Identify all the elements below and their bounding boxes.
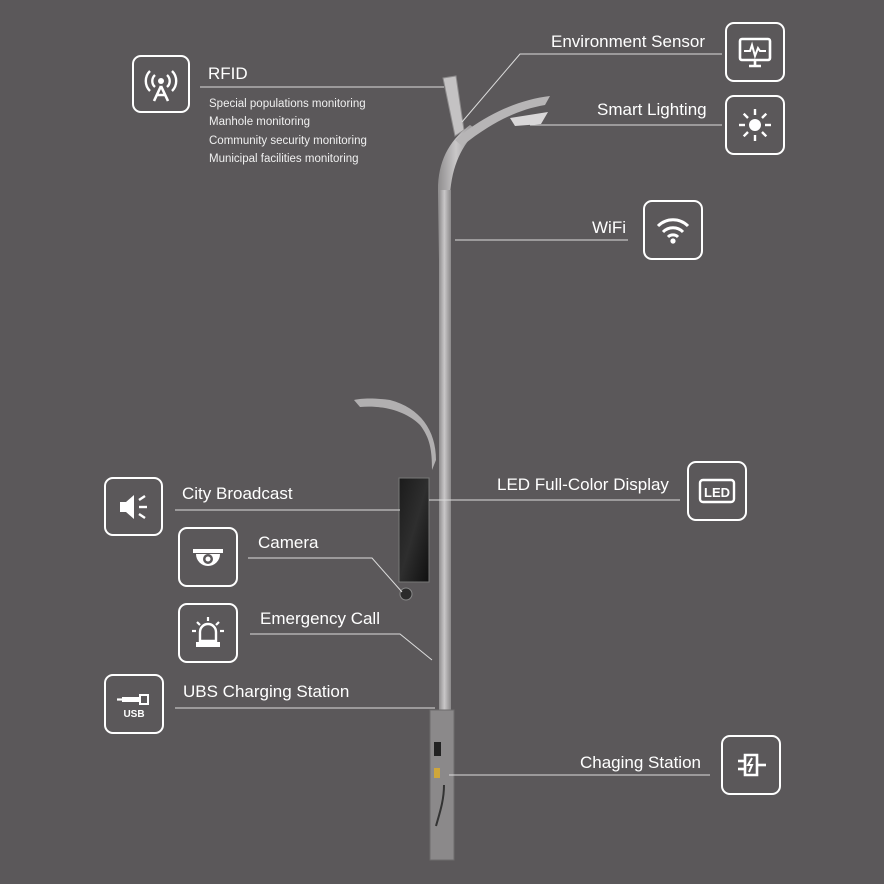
rfid-label: RFID [208,64,248,83]
rfid-item: Community security monitoring [209,135,367,147]
environment-sensor-icon-box [725,22,785,82]
wifi-icon-box [643,200,703,260]
camera-icon-box [178,527,238,587]
camera-line [248,557,403,593]
monitor-pulse-icon [738,37,772,68]
lower-arm [354,398,436,470]
sun-icon [739,109,771,141]
speaker-icon [119,494,147,519]
led-display-panel [398,477,430,583]
camera-dome [399,587,413,601]
pole-base [429,709,455,861]
plug-icon [738,753,766,777]
emergency-line [250,633,433,661]
led-icon-box: LED [687,461,747,521]
city-broadcast-label: City Broadcast [182,484,293,503]
wifi-label: WiFi [592,218,626,237]
emergency-call-label: Emergency Call [260,609,380,628]
rfid-tower-icon [144,70,178,102]
environment-line [461,53,722,123]
rfid-item: Municipal facilities monitoring [209,153,359,165]
lamp-head [510,112,548,126]
usb-icon-text: USB [123,709,144,720]
lamp-arm [455,96,550,146]
led-icon: LED [698,478,736,504]
camera-label: Camera [258,533,319,552]
city-broadcast-icon-box [104,477,163,536]
top-panel [442,75,465,137]
rfid-item: Special populations monitoring [209,98,366,110]
alarm-light-icon [192,617,224,647]
charging-station-label: Chaging Station [580,753,701,772]
charger-cable [435,784,445,827]
charging-station-icon-box [721,735,781,795]
led-icon-text: LED [704,485,730,500]
smart-lighting-icon-box [725,95,785,155]
wifi-icon [656,218,690,244]
rfid-icon-box [132,55,190,113]
usb-icon: USB [117,694,149,720]
usb-charging-label: UBS Charging Station [183,682,350,701]
dome-camera-icon [193,549,223,566]
usb-charging-icon-box: USB [104,674,164,734]
environment-sensor-label: Environment Sensor [551,32,706,51]
pole-main [439,190,451,710]
led-display-label: LED Full-Color Display [497,475,669,494]
smart-lighting-label: Smart Lighting [597,100,707,119]
base-port [434,768,440,778]
base-screen [434,742,441,756]
rfid-item: Manhole monitoring [209,116,311,128]
emergency-call-icon-box [178,603,238,663]
